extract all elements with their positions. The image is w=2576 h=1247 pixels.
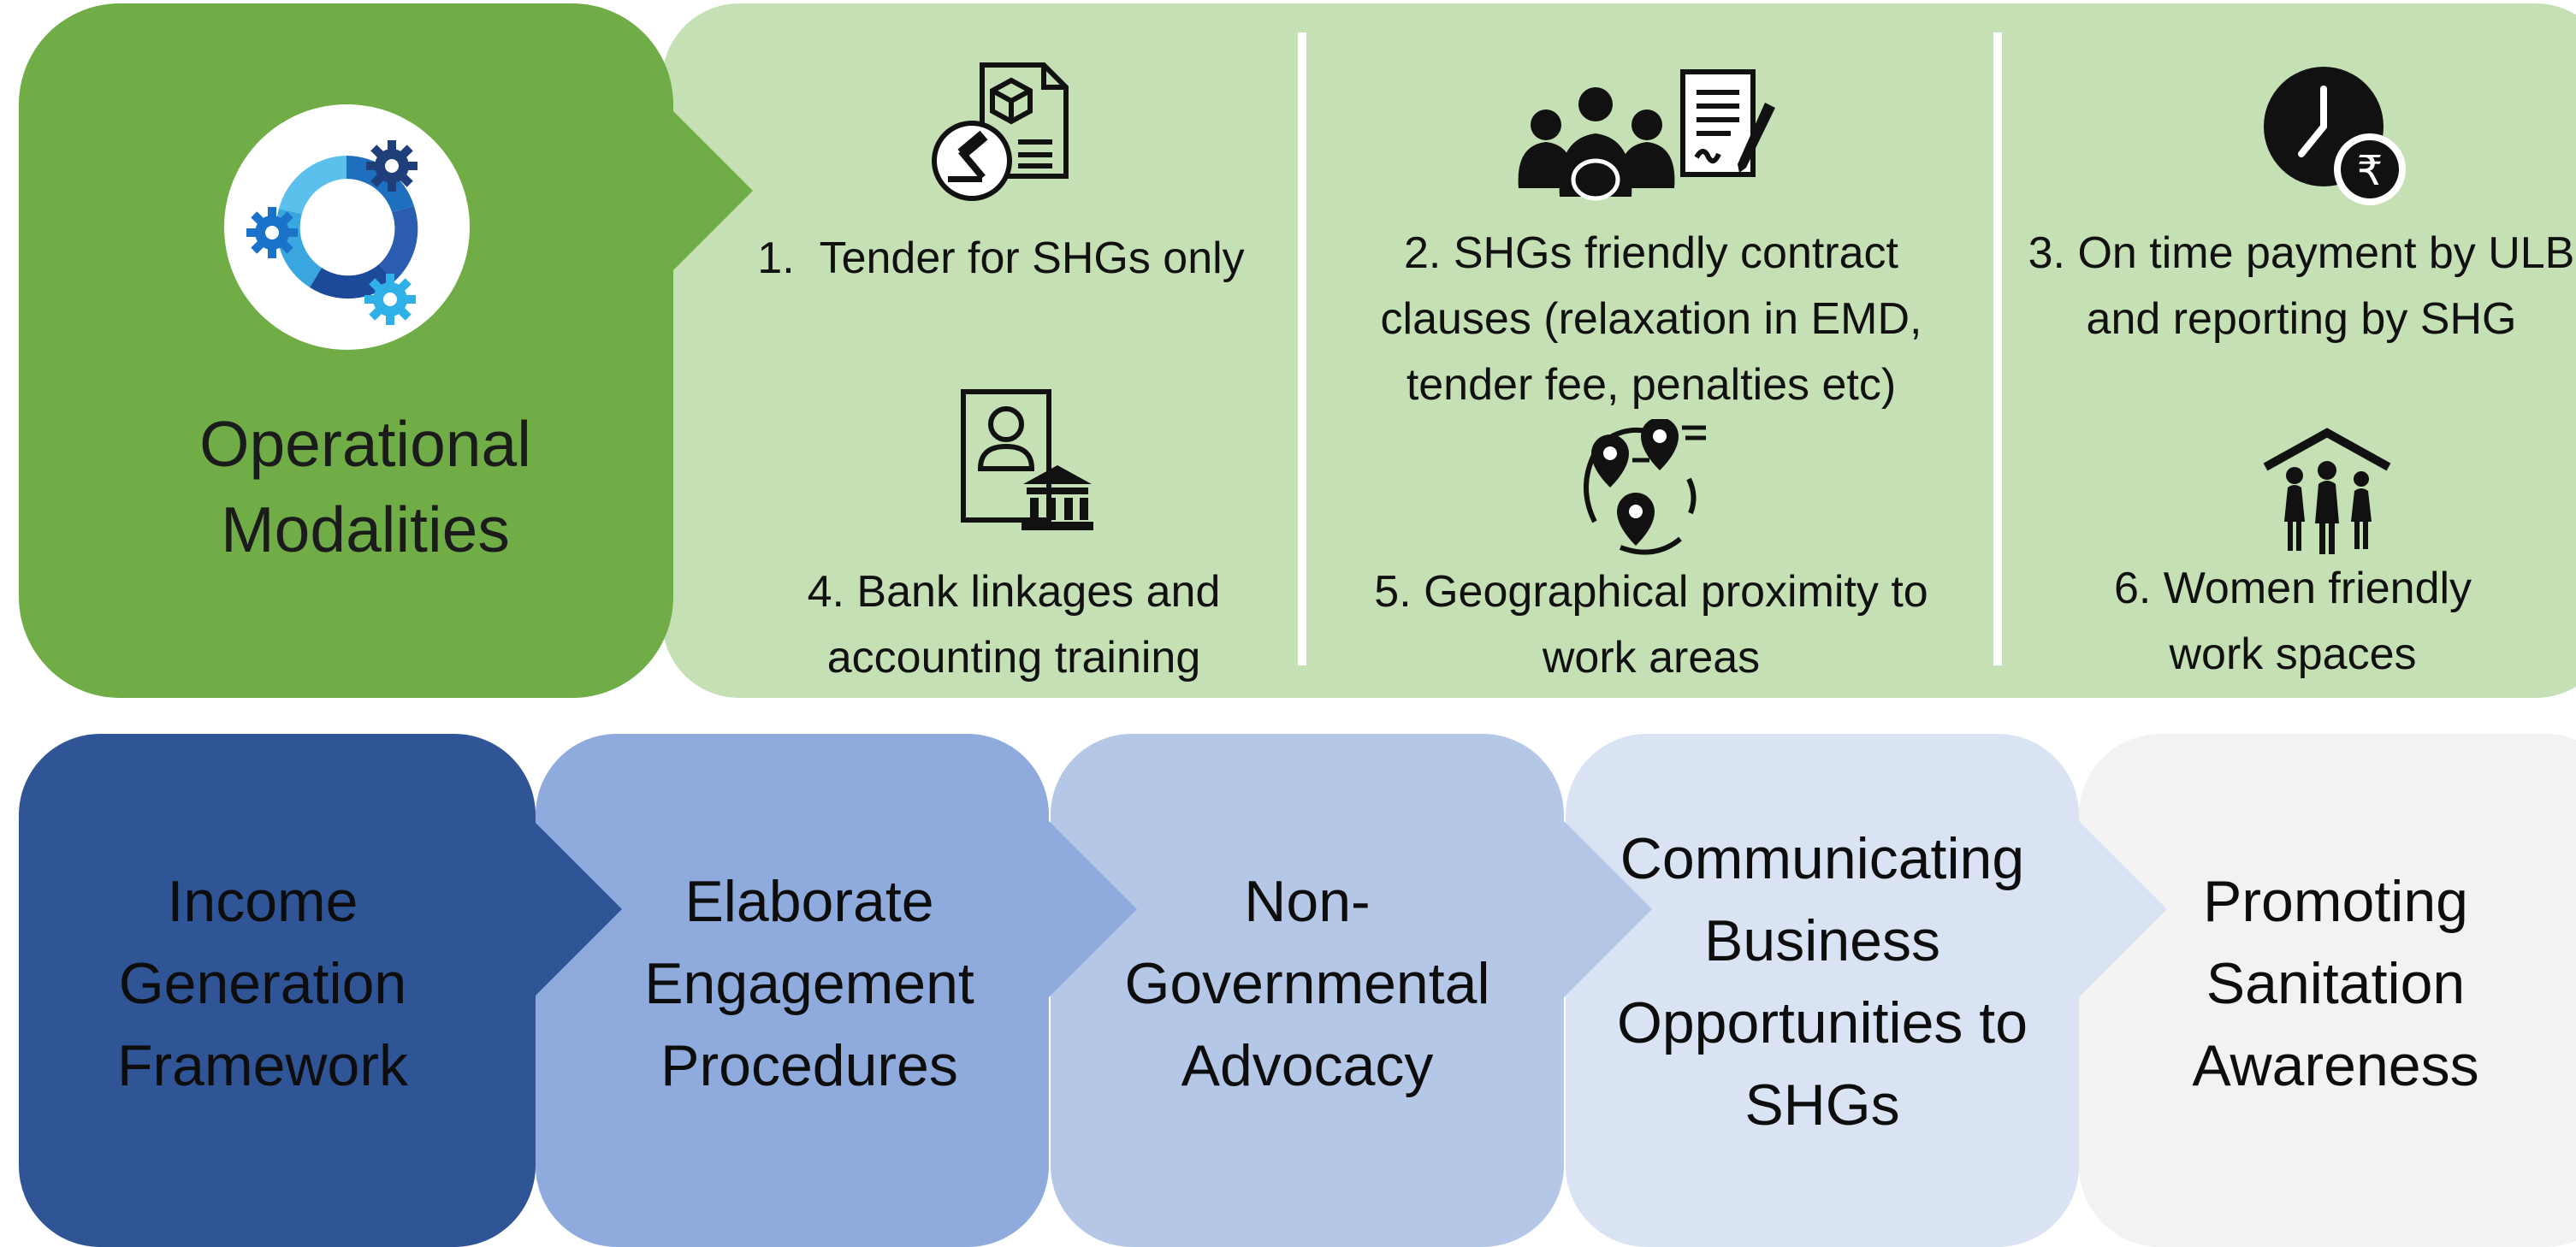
flow-step-3-label: Non-Governmental Advocacy	[1124, 869, 1490, 1098]
flow-step-4-label: Communicating Business Opportunities to …	[1616, 826, 2028, 1138]
flow-step-2: Elaborate Engagement Procedures	[536, 734, 1049, 1247]
modality-6: 6. Women friendly work spaces	[2113, 564, 2472, 679]
flow-step-2-label: Elaborate Engagement Procedures	[644, 869, 974, 1098]
modality-1: 1. Tender for SHGs only	[757, 233, 1245, 283]
modality-4: 4. Bank linkages and accounting training	[807, 567, 1221, 683]
operational-modalities-title: Operational Modalities	[199, 408, 531, 565]
location-pins-icon	[1584, 419, 1706, 555]
panel-pointer-arrow	[672, 109, 753, 272]
flow-step-1-label: Income Generation Framework	[116, 869, 409, 1098]
flow-arrow-2	[1047, 819, 1137, 999]
svg-text:₹: ₹	[2357, 147, 2384, 195]
flow-step-1: Income Generation Framework	[19, 734, 536, 1247]
modality-5: 5. Geographical proximity to work areas	[1374, 567, 1928, 683]
women-group-contract-icon	[1518, 69, 1775, 201]
women-shelter-icon	[2263, 428, 2391, 554]
flow-arrow-3	[1562, 819, 1652, 999]
flow-step-3: Non-Governmental Advocacy	[1051, 734, 1564, 1247]
column-divider	[1298, 33, 1306, 665]
flow-arrow-1	[532, 819, 622, 999]
modality-2: 2. SHGs friendly contract clauses (relax…	[1380, 228, 1922, 410]
clock-rupee-icon: ₹	[2264, 67, 2406, 205]
modality-3: 3. On time payment by ULB and reporting …	[2028, 228, 2575, 344]
tender-contract-gavel-icon	[932, 62, 1069, 201]
gears-cycle-icon	[246, 140, 418, 325]
flow-step-5-label: Promoting Sanitation Awareness	[2192, 869, 2479, 1098]
operational-logo	[224, 104, 470, 350]
person-bank-icon	[961, 389, 1093, 530]
flow-step-4: Communicating Business Opportunities to …	[1566, 734, 2079, 1247]
flow-step-5: Promoting Sanitation Awareness	[2079, 734, 2576, 1247]
flow-arrow-4	[2077, 819, 2167, 999]
column-divider	[1993, 33, 2002, 665]
